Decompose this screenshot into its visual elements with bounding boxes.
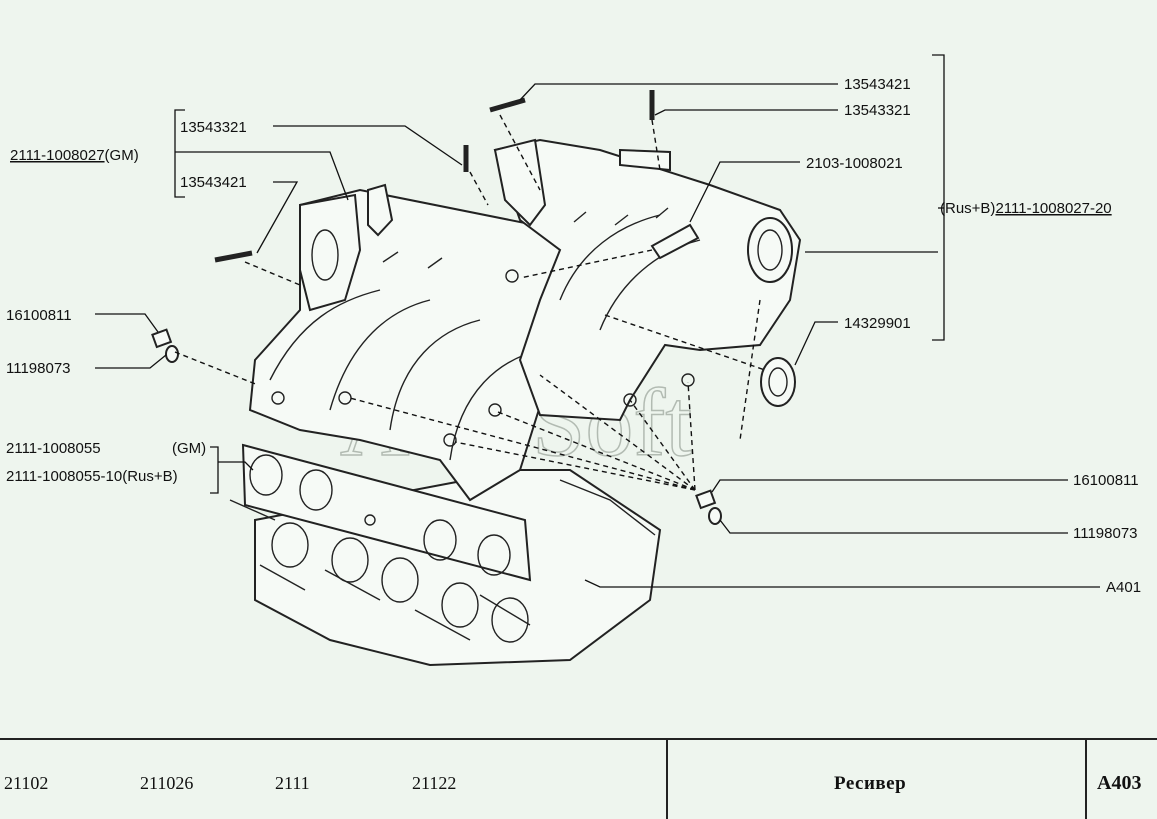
model-21102: 21102	[4, 773, 49, 793]
label-11198073-right: 11198073	[1073, 525, 1138, 542]
studs	[214, 90, 655, 263]
model-211026: 211026	[140, 773, 194, 793]
label-rusb-manifold: (Rus+B)2111-1008027-20	[940, 200, 1112, 217]
footer-title-block: 21102 211026 2111 21122 Ресивер A403	[0, 738, 1157, 819]
label-gm-part: 2111-1008027	[10, 147, 105, 164]
footer-divider	[666, 740, 668, 819]
intake-manifold-diagram: AutoSoft	[6, 54, 1141, 667]
label-gasket-rusb: 2111-1008055-10(Rus+B)	[6, 468, 178, 485]
leader-lines	[95, 54, 1100, 588]
label-13543421-left: 13543421	[180, 174, 247, 191]
label-13543321-left: 13543321	[180, 119, 247, 136]
label-rusb-prefix: (Rus+B)	[940, 200, 995, 217]
label-14329901: 14329901	[844, 315, 911, 332]
label-rusb-part: 2111-1008027-20	[995, 200, 1111, 217]
page-title: Ресивер	[834, 773, 907, 794]
page-code: A403	[1097, 772, 1142, 794]
label-13543421-top: 13543421	[844, 76, 911, 93]
label-13543321-top: 13543321	[844, 102, 911, 119]
footer-divider	[1085, 740, 1087, 819]
label-a401: A401	[1106, 579, 1141, 596]
manifold-gasket-part	[241, 443, 532, 582]
label-11198073-left: 11198073	[6, 360, 71, 377]
label-gm-manifold: 2111-1008027(GM)	[10, 147, 139, 164]
label-16100811-left: 16100811	[6, 307, 72, 324]
intake-manifold-rusb-part	[493, 138, 802, 422]
model-2111: 2111	[275, 773, 310, 793]
nuts-and-washers	[151, 328, 722, 525]
label-gm-suffix: (GM)	[105, 147, 139, 164]
label-gasket-gm-suffix: (GM)	[172, 440, 206, 457]
assembly-dashed-lines	[174, 114, 766, 491]
label-2103-1008021: 2103-1008021	[806, 155, 903, 172]
label-16100811-right: 16100811	[1073, 472, 1139, 489]
label-gasket-gm-part: 2111-1008055	[6, 440, 101, 457]
model-21122: 21122	[412, 773, 457, 793]
